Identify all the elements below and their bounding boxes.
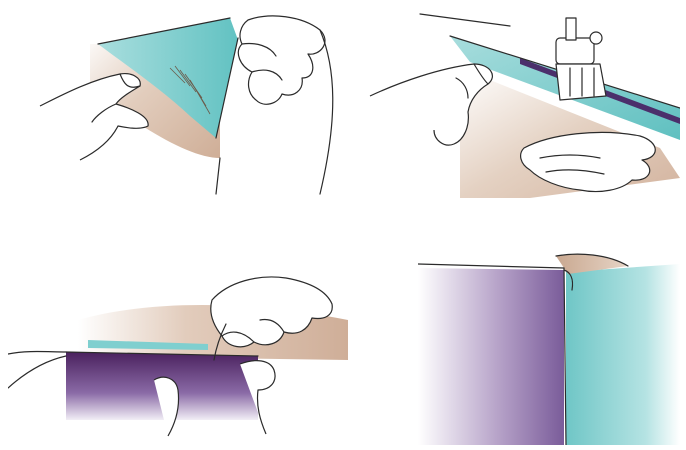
- machine-sew-drawing: [360, 8, 680, 198]
- panel-finished-hem: [418, 250, 680, 445]
- fabric-edge-line: [216, 158, 220, 194]
- purple-front-panel: [418, 264, 566, 445]
- pin-fold-drawing: [20, 8, 340, 198]
- right-hand: [238, 16, 332, 194]
- panel-machine-sew: [360, 8, 680, 198]
- sewing-machine-foot: [556, 18, 606, 100]
- finished-hem-drawing: [418, 250, 680, 445]
- thread: [8, 352, 66, 389]
- left-hand: [40, 74, 148, 160]
- hand-stitch-drawing: [8, 260, 348, 440]
- teal-back-panel: [566, 264, 680, 445]
- panel-hand-stitch: [8, 260, 348, 440]
- panel-pin-fold: [20, 8, 340, 198]
- thread-line: [420, 14, 510, 26]
